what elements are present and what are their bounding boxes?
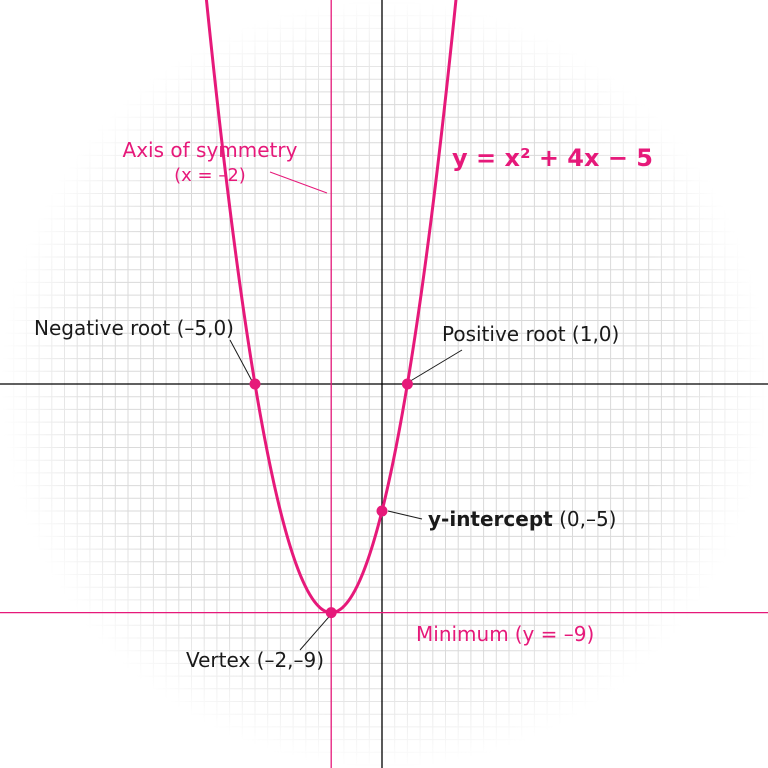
positive-root-label: Positive root (1,0) [442,322,619,346]
negative-root-leader [229,339,253,382]
negative-root-point [249,378,261,390]
positive-root-point [401,378,413,390]
y-intercept-point [376,505,388,517]
axis-of-symmetry-sublabel: (x = –2) [174,165,246,186]
negative-root-label: Negative root (–5,0) [34,316,234,340]
equation-label: y = x² + 4x − 5 [452,144,653,172]
axis-of-symmetry-label: Axis of symmetry [123,138,298,162]
y-intercept-leader [387,510,423,520]
vertex-point [325,607,337,619]
leader-lines [229,171,463,651]
minimum-label-text: Minimum [416,622,509,646]
y-intercept-coords: (0,–5) [553,507,617,531]
minimum-label: Minimum(y = –9) [416,622,594,646]
minimum-label-value: (y = –9) [515,622,595,646]
axis-of-symmetry-leader [269,171,328,194]
vertex-leader [299,616,330,651]
vertex-label: Vertex (–2,–9) [186,648,324,672]
key-points [249,378,413,619]
positive-root-leader [410,349,463,382]
y-intercept-bold: y-intercept [428,507,553,531]
y-intercept-label: y-intercept (0,–5) [428,507,617,531]
